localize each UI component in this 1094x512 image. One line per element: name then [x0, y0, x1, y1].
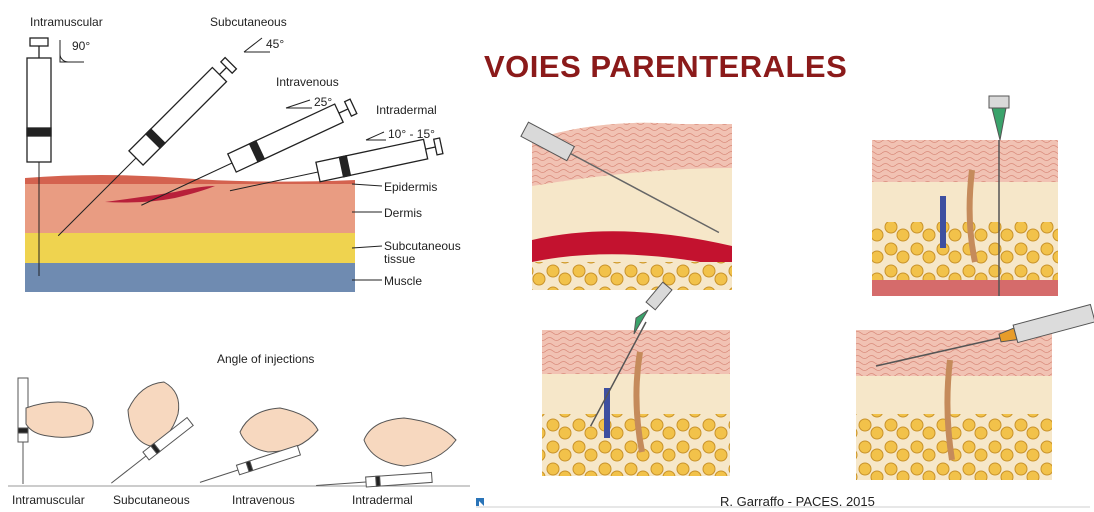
label-intravenous: Intravenous	[276, 76, 339, 89]
skin-section-subcutaneous	[542, 282, 730, 476]
caption-intravenous: Intravenous	[232, 494, 295, 507]
skin-section-intramuscular	[872, 96, 1058, 296]
hand-intradermal	[316, 418, 456, 490]
label-intramuscular: Intramuscular	[30, 16, 103, 29]
label-subcutaneous-angle: 45°	[266, 38, 284, 51]
label-intramuscular-angle: 90°	[72, 40, 90, 53]
skin-layers-diagram	[25, 175, 355, 292]
label-intravenous-angle: 25°	[314, 96, 332, 109]
label-intradermal: Intradermal	[376, 104, 437, 117]
slide-title: VOIES PARENTERALES	[484, 49, 847, 85]
caption-intramuscular: Intramuscular	[12, 494, 85, 507]
caption-intradermal: Intradermal	[352, 494, 413, 507]
label-subcutaneous: Subcutaneous	[210, 16, 287, 29]
slide-footer: R. Garraffo - PACES. 2015	[720, 494, 875, 509]
caption-subcutaneous: Subcutaneous	[113, 494, 190, 507]
label-subcutaneous-tissue: Subcutaneous tissue	[384, 240, 484, 266]
hand-intramuscular	[18, 378, 93, 484]
label-dermis: Dermis	[384, 207, 422, 220]
label-muscle: Muscle	[384, 275, 422, 288]
subcutaneous-layer	[25, 233, 355, 263]
label-epidermis: Epidermis	[384, 181, 437, 194]
hand-intravenous	[198, 408, 318, 487]
skin-section-intradermal	[856, 304, 1094, 480]
angle-of-injections-title: Angle of injections	[217, 353, 314, 366]
label-intradermal-angle: 10° - 15°	[388, 128, 435, 141]
muscle-layer	[25, 263, 355, 292]
hand-subcutaneous	[108, 382, 193, 487]
skin-section-intravenous	[521, 122, 732, 290]
layer-pointers	[352, 184, 382, 280]
injection-angle-row	[8, 378, 470, 490]
